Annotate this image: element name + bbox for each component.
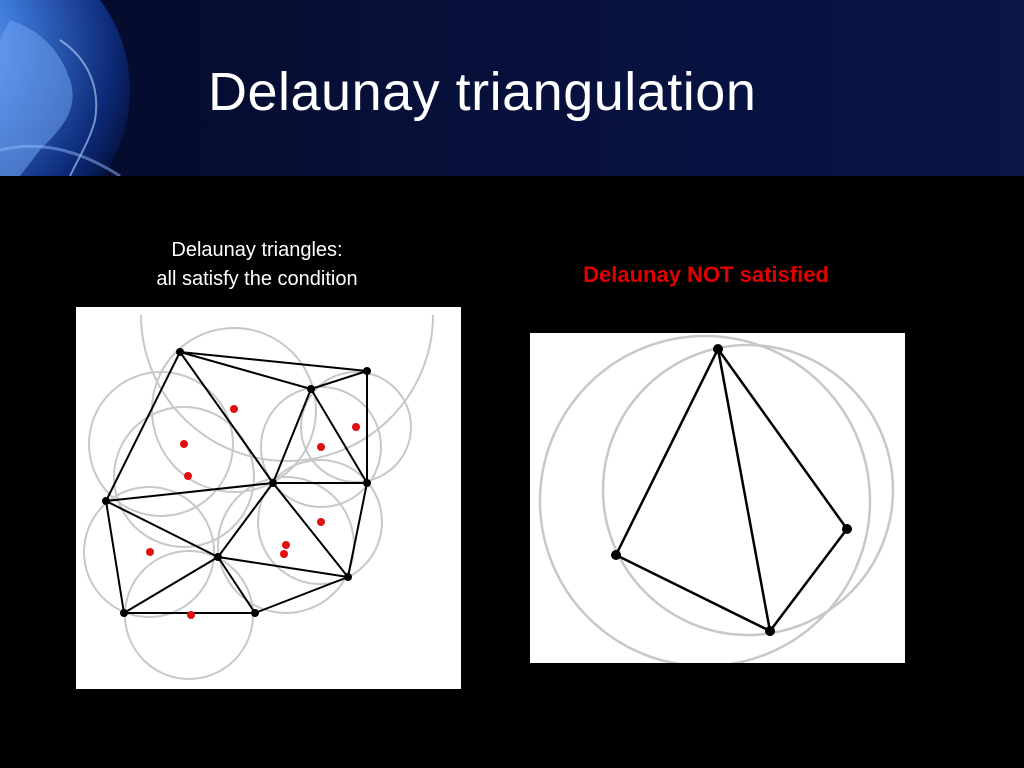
edge — [614, 347, 720, 557]
triangle-edges — [614, 347, 849, 633]
circumcenter-dot — [282, 541, 290, 549]
edge — [217, 556, 256, 614]
circumcircle — [140, 314, 434, 462]
edge — [768, 527, 849, 633]
left-caption-line2: all satisfy the condition — [156, 268, 358, 290]
vertex — [713, 344, 723, 354]
vertex — [176, 348, 184, 356]
edge — [347, 482, 368, 578]
edge — [310, 388, 368, 484]
vertex — [363, 367, 371, 375]
vertex — [842, 524, 852, 534]
circumcenter-dot — [230, 405, 238, 413]
edge — [614, 553, 772, 633]
delaunay-valid-diagram — [76, 307, 461, 689]
globe-icon — [0, 0, 130, 176]
edge — [179, 351, 274, 484]
vertex — [765, 626, 775, 636]
slide-title: Delaunay triangulation — [208, 62, 757, 122]
edge — [179, 351, 368, 372]
edge — [310, 370, 368, 390]
circumcenter-dot — [317, 518, 325, 526]
edge — [105, 500, 125, 614]
delaunay-valid-svg — [83, 314, 434, 680]
triangle-edges — [105, 351, 368, 614]
vertices — [102, 348, 371, 617]
vertex — [307, 385, 315, 393]
slide-header: Delaunay triangulation — [0, 0, 1024, 176]
edge — [179, 351, 312, 390]
circumcenter-dot — [317, 443, 325, 451]
left-caption-line1: Delaunay triangles: — [171, 239, 343, 261]
vertex — [344, 573, 352, 581]
edge — [272, 482, 349, 578]
vertex — [214, 553, 222, 561]
circumcircle — [83, 486, 215, 618]
edge — [254, 576, 349, 614]
circumcenter-dot — [187, 611, 195, 619]
vertex — [251, 609, 259, 617]
right-caption: Delaunay NOT satisfied — [583, 262, 829, 287]
edge — [123, 556, 219, 614]
left-caption: Delaunay triangles: all satisfy the cond… — [76, 236, 438, 294]
edge — [105, 351, 181, 502]
circumcircle — [257, 459, 383, 585]
circumcircle — [260, 386, 382, 508]
circumcenter-dot — [352, 423, 360, 431]
edge — [716, 347, 849, 531]
circumcenter-dot — [180, 440, 188, 448]
circumcircle — [601, 343, 895, 637]
circumcircles — [538, 334, 895, 663]
circumcircle — [538, 334, 872, 663]
vertex — [363, 479, 371, 487]
edge — [716, 347, 772, 633]
delaunay-invalid-diagram — [530, 333, 905, 663]
edge — [105, 482, 274, 502]
edge — [105, 500, 219, 558]
vertex — [611, 550, 621, 560]
circumcenter-dot — [184, 472, 192, 480]
vertices — [611, 344, 852, 636]
edge — [217, 482, 274, 558]
circumcenters — [146, 405, 360, 619]
vertex — [269, 479, 277, 487]
edge — [217, 556, 349, 578]
delaunay-invalid-svg — [538, 334, 895, 663]
circumcenter-dot — [280, 550, 288, 558]
vertex — [120, 609, 128, 617]
circumcenter-dot — [146, 548, 154, 556]
circumcircle — [113, 406, 255, 548]
edge — [272, 388, 312, 484]
vertex — [102, 497, 110, 505]
